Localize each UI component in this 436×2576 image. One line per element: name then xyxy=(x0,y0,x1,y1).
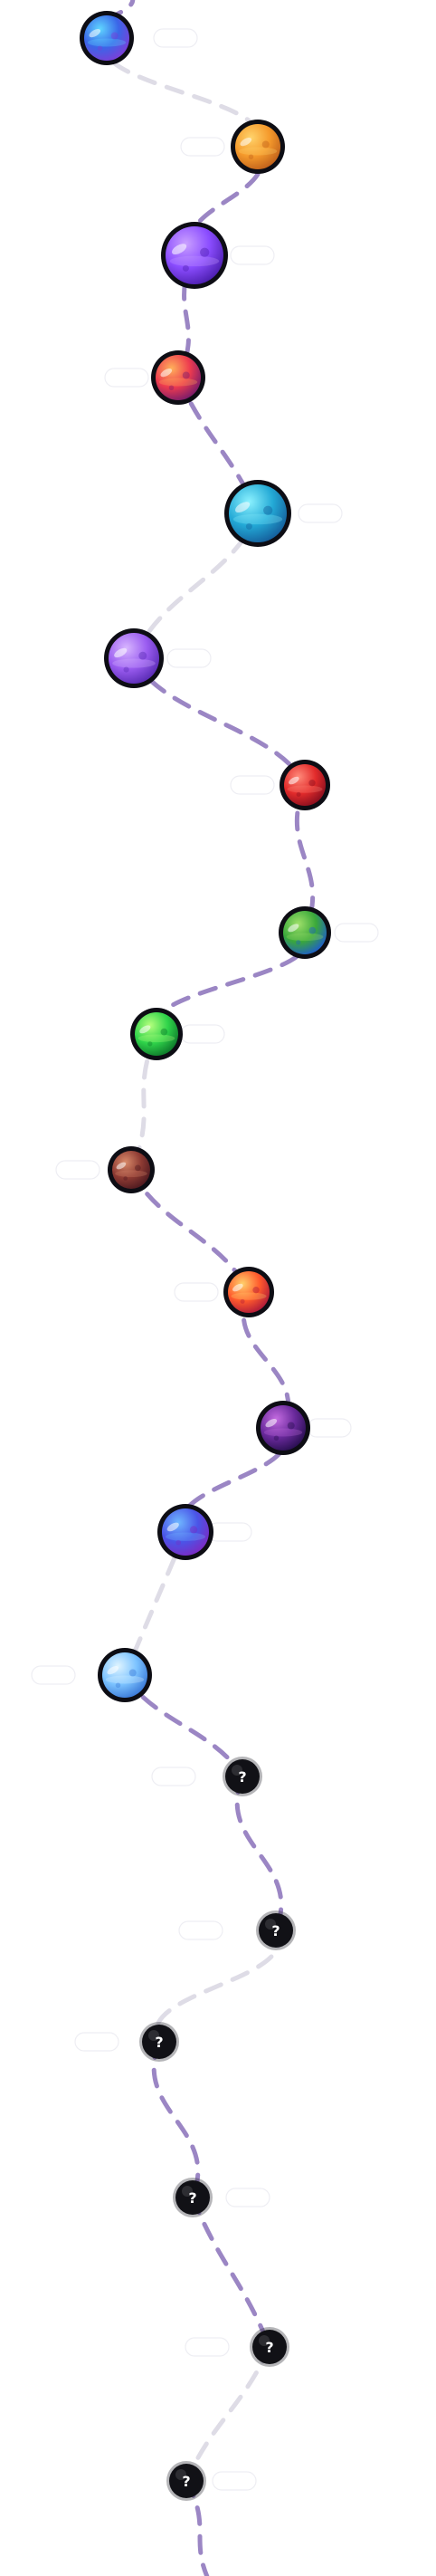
path-segment xyxy=(131,511,261,661)
level-label-pill xyxy=(334,923,379,943)
level-label-pill xyxy=(31,1665,76,1685)
question-mark-icon: ? xyxy=(182,2473,190,2490)
level-label-pill xyxy=(104,368,149,388)
level-19-node: ? xyxy=(250,2327,289,2367)
level-14-node[interactable] xyxy=(98,1648,152,1702)
path-segment xyxy=(175,253,197,380)
question-mark-icon: ? xyxy=(238,1768,246,1786)
lava-planet-icon xyxy=(228,1271,270,1313)
teal-gas-planet-icon xyxy=(229,484,287,542)
brown-planet-icon xyxy=(112,1151,150,1189)
level-label-pill xyxy=(180,137,225,157)
level-label-pill xyxy=(298,503,343,523)
level-label-pill xyxy=(230,775,275,795)
level-labels xyxy=(31,28,379,2491)
level-7-node[interactable] xyxy=(280,760,330,810)
blue-swirl-planet-icon xyxy=(84,15,129,61)
level-label-pill xyxy=(74,2032,119,2052)
orange-crater-planet-icon xyxy=(235,124,280,169)
level-label-pill xyxy=(225,2188,270,2207)
violet-planet-icon xyxy=(166,226,223,284)
level-16-node: ? xyxy=(256,1910,296,1950)
level-label-pill xyxy=(174,1282,219,1302)
level-label-pill xyxy=(212,2471,257,2491)
purple-crater-planet-icon xyxy=(109,633,159,684)
blue-violet-planet-icon xyxy=(162,1508,209,1556)
question-mark-icon: ? xyxy=(155,2034,163,2051)
level-12-node[interactable] xyxy=(256,1401,310,1455)
level-10-node[interactable] xyxy=(108,1146,155,1193)
level-nodes: ?????? xyxy=(80,11,331,2501)
path-segment xyxy=(190,2195,272,2350)
earth-planet-icon xyxy=(283,911,327,954)
question-mark-icon: ? xyxy=(265,2339,273,2356)
level-8-node[interactable] xyxy=(279,906,331,959)
level-9-node[interactable] xyxy=(130,1008,183,1060)
green-planet-icon xyxy=(135,1012,178,1056)
path-segment xyxy=(184,2344,272,2484)
dark-purple-planet-icon xyxy=(261,1405,306,1451)
question-mark-icon: ? xyxy=(271,1922,280,1939)
level-5-node[interactable] xyxy=(224,480,291,547)
level-label-pill xyxy=(207,1522,252,1542)
level-label-pill xyxy=(153,28,198,48)
level-label-pill xyxy=(166,648,212,668)
level-4-node[interactable] xyxy=(151,350,205,405)
level-label-pill xyxy=(178,1920,223,1940)
red-planet-icon xyxy=(284,764,326,806)
level-11-node[interactable] xyxy=(223,1267,274,1317)
level-3-node[interactable] xyxy=(161,222,228,289)
level-label-pill xyxy=(55,1160,100,1180)
level-2-node[interactable] xyxy=(231,120,285,174)
level-1-node[interactable] xyxy=(80,11,134,65)
path-segment xyxy=(151,2039,201,2200)
red-striped-planet-icon xyxy=(156,355,201,400)
level-13-node[interactable] xyxy=(157,1504,213,1560)
level-15-node: ? xyxy=(223,1757,262,1796)
level-label-pill xyxy=(180,1024,225,1044)
ice-planet-icon xyxy=(102,1652,147,1698)
level-label-pill xyxy=(230,245,275,265)
level-6-node[interactable] xyxy=(104,628,164,688)
path-segment xyxy=(154,1928,281,2045)
level-label-pill xyxy=(151,1767,196,1786)
level-20-node: ? xyxy=(166,2461,206,2501)
level-label-pill xyxy=(307,1418,352,1438)
path-segment xyxy=(128,1167,251,1295)
level-label-pill xyxy=(185,2337,230,2357)
path-segment xyxy=(234,1774,284,1933)
level-18-node: ? xyxy=(173,2178,213,2217)
question-mark-icon: ? xyxy=(188,2189,196,2207)
path-segment xyxy=(131,656,308,788)
level-17-node: ? xyxy=(139,2022,179,2062)
